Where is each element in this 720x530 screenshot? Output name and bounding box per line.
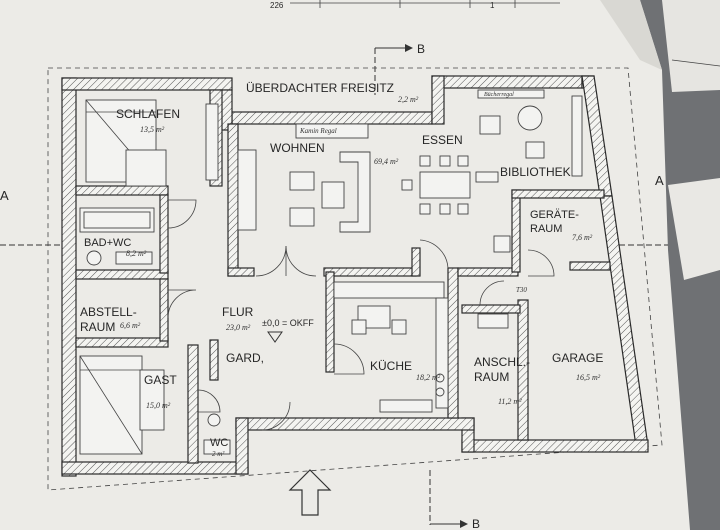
room-area-bad-wc: 8,2 m² [126,249,147,258]
shelf-lib [571,95,583,177]
room-name-anschlussraum-2: RAUM [474,370,509,384]
door-swings [167,199,555,431]
interior-walls [75,89,611,464]
washbasin-wc [203,439,231,455]
room-name-abstellraum-1: ABSTELL- [80,305,137,319]
round-table-lib [517,105,543,131]
room-area-flur: 23,0 m² [226,323,251,332]
room-name-schlafen: SCHLAFEN [116,107,180,121]
room-name-garage: GARAGE [552,351,603,365]
room-name-bibliothek: BIBLIOTHEK [500,165,571,179]
kitchen-counter-bottom [379,399,433,413]
room-name-flur: FLUR [222,305,254,319]
room-area-wc: 2 m² [212,450,225,458]
kamin-regal [295,123,369,139]
room-name-geraeteraum-2: RAUM [530,223,562,235]
furniture [79,89,583,455]
room-name-gard: GARD, [226,351,264,365]
note-fire-door: T30 [516,286,527,294]
section-label-a-left: A [0,188,9,203]
coffee-table [321,181,345,209]
section-label-a-right: A [655,173,664,188]
toilet-wc [207,413,221,427]
room-area-abstellraum: 6,6 m² [120,321,141,330]
room-name-abstellraum-2: RAUM [80,320,115,334]
dining-table [419,171,471,199]
section-marker-b-bottom: B [429,470,480,530]
room-area-geraeteraum: 7,6 m² [572,233,593,242]
section-label-b-bottom: B [472,517,480,530]
kitchen-counter-top [333,281,445,299]
room-area-garage: 16,5 m² [576,373,601,382]
room-area-anschlussraum: 11,2 m² [498,397,522,406]
top-dimension-line: 226 1 [270,0,560,10]
section-marker-a-left: A [0,188,70,246]
entrance-arrow [288,469,332,516]
back-sheet-line [671,59,720,67]
boiler [477,313,509,329]
note-kamin: Kamin Regal [299,127,337,135]
section-marker-a-right: A [610,173,668,246]
room-name-freisitz: ÜBERDACHTER FREISITZ [246,81,394,95]
room-area-freisitz: 2,2 m² [398,95,419,104]
room-name-gast: GAST [144,373,177,387]
room-name-geraeteraum-1: GERÄTE- [530,209,579,221]
shelf-wohnen [237,149,257,231]
exterior-walls [61,75,649,477]
armchair-lib-2 [525,141,545,159]
toilet-bad [86,250,102,266]
back-sheet-top-right [662,0,720,92]
washbasin-bad [115,251,153,265]
room-area-essen: 69,4 m² [374,157,399,166]
bookshelf [477,89,545,99]
chair-lib [493,235,511,253]
dimension-text-1: 226 [270,1,284,10]
room-name-anschlussraum-1: ANSCHL.- [474,355,530,369]
room-area-gast: 15,0 m² [146,401,171,410]
note-bookshelf: Bücherregal [484,92,514,98]
room-name-wc: WC [210,437,228,449]
room-area-kueche: 18,2 m² [416,373,441,382]
room-name-wohnen: WOHNEN [270,141,325,155]
armchair-1 [289,171,315,191]
roof-outline [47,67,663,491]
armchair-2 [289,207,315,227]
room-name-kueche: KÜCHE [370,359,412,373]
level-marker [267,331,283,343]
paper-fold-shadow [600,0,662,70]
sofa [339,151,371,233]
section-marker-b-top: B [374,42,425,95]
room-area-schlafen: 13,5 m² [140,125,165,134]
level-note: ±0,0 = OKFF [262,318,314,328]
room-name-essen: ESSEN [422,133,463,147]
wardrobe-schlafen [205,103,219,181]
room-name-bad-wc: BAD+WC [84,237,131,249]
armchair-lib-1 [479,115,501,135]
dimension-text-2: 1 [490,1,495,10]
room-labels: ÜBERDACHTER FREISITZ 2,2 m² SCHLAFEN 13,… [80,81,603,458]
back-sheet-right [668,178,720,280]
section-label-b-top: B [417,42,425,56]
